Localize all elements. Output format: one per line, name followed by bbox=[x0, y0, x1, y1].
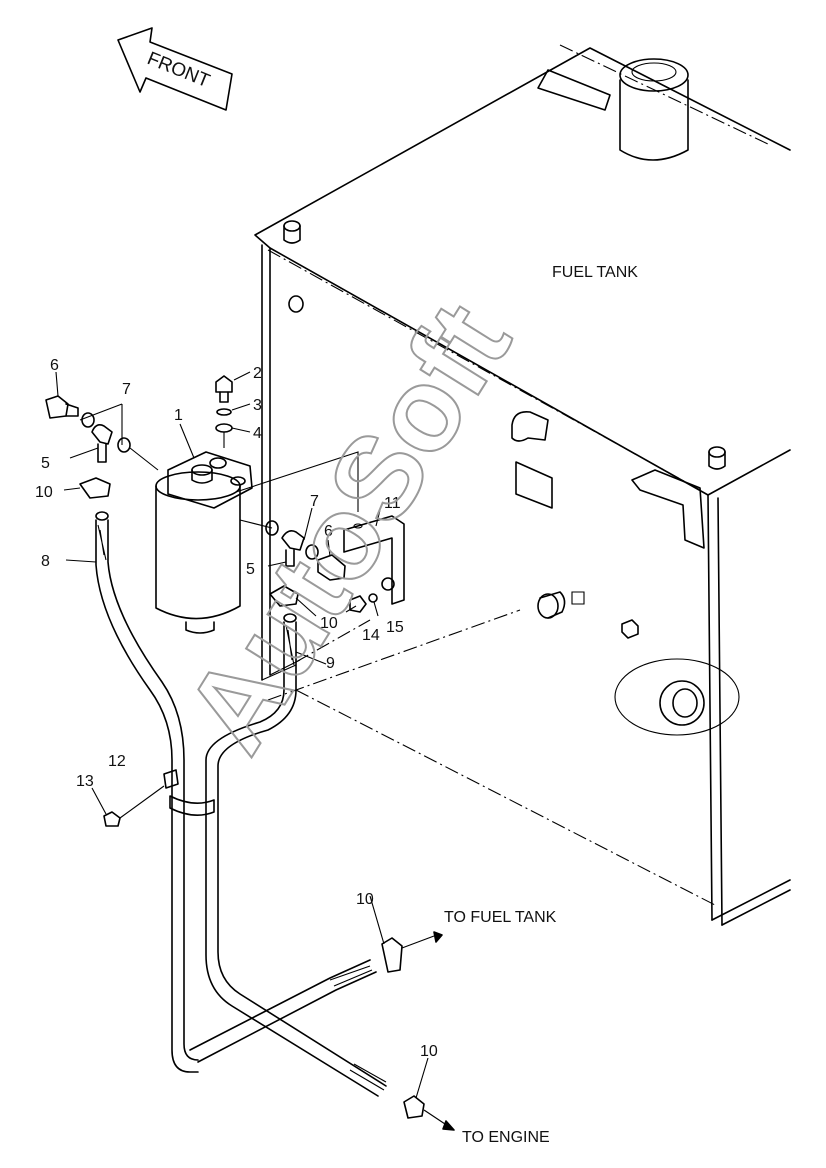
fuel-filter bbox=[155, 451, 253, 634]
hose-part-9 bbox=[189, 613, 387, 1097]
leader-lines bbox=[55, 371, 429, 1099]
clamp-part-12 bbox=[103, 769, 215, 827]
callout-5-left: 5 bbox=[41, 455, 50, 472]
to-fuel-tank-label: TO FUEL TANK bbox=[444, 909, 557, 926]
front-arrow: FRONT bbox=[117, 27, 233, 111]
hose-part-8 bbox=[95, 511, 199, 1073]
bracket-part-11 bbox=[343, 515, 405, 613]
callout-11: 11 bbox=[384, 495, 401, 512]
callout-7-left: 7 bbox=[122, 381, 131, 398]
fuel-tank bbox=[254, 44, 791, 926]
filler-cap bbox=[537, 58, 689, 161]
lower-clamps bbox=[381, 931, 455, 1131]
callout-10-mid: 10 bbox=[320, 615, 338, 632]
callout-12: 12 bbox=[108, 753, 126, 770]
callout-6-left: 6 bbox=[50, 357, 59, 374]
callout-1: 1 bbox=[174, 407, 183, 424]
callout-5-right: 5 bbox=[246, 561, 255, 578]
callout-6-right: 6 bbox=[324, 523, 333, 540]
watermark: AutoSoft bbox=[160, 281, 536, 773]
left-fittings bbox=[45, 395, 159, 499]
callout-2: 2 bbox=[253, 365, 262, 382]
callout-8: 8 bbox=[41, 553, 50, 570]
bolt-part-2 bbox=[215, 375, 233, 448]
fuel-tank-label: FUEL TANK bbox=[552, 264, 638, 281]
callout-7-right: 7 bbox=[310, 493, 319, 510]
callout-10-tank: 10 bbox=[356, 891, 374, 908]
callout-9: 9 bbox=[326, 655, 335, 672]
callout-14: 14 bbox=[362, 627, 380, 644]
callout-10-left: 10 bbox=[35, 484, 53, 501]
callout-4: 4 bbox=[253, 425, 262, 442]
callout-3: 3 bbox=[253, 397, 262, 414]
to-engine-label: TO ENGINE bbox=[462, 1129, 550, 1146]
callout-10-engine: 10 bbox=[420, 1043, 438, 1060]
callout-13: 13 bbox=[76, 773, 94, 790]
callout-15: 15 bbox=[386, 619, 404, 636]
